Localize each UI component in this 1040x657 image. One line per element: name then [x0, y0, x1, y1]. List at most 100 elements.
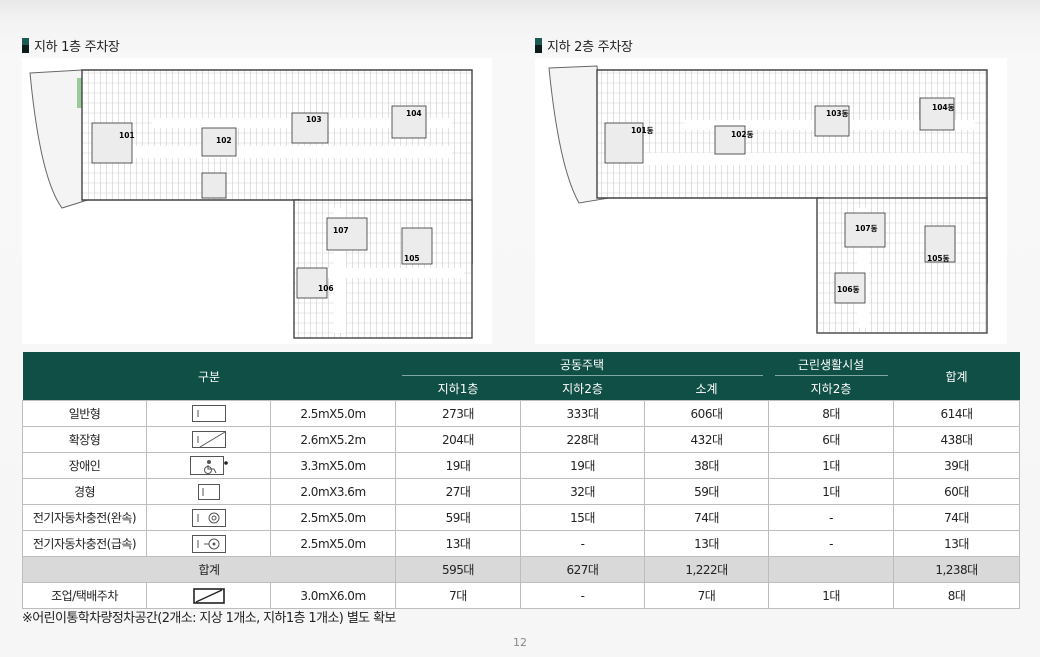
building-label: 107 [333, 226, 349, 235]
footnote: ※어린이통학차량정차공간(2개소: 지상 1개소, 지하1층 1개소) 별도 확… [22, 611, 396, 626]
page-number: 12 [513, 636, 527, 649]
row-b1: 273대 [395, 400, 522, 427]
sum-subtotal: 1,222대 [644, 556, 770, 583]
floor-plan-b1: 101 102 103 104 105 106 107 [22, 58, 492, 344]
building-label: 105동 [927, 254, 950, 263]
row-subtotal: 74대 [644, 504, 770, 531]
row-total: 438대 [893, 426, 1021, 453]
row-retail: - [768, 504, 895, 531]
table-row: 전기자동차충전(완속) 2.5mX5.0m 59대 15대 74대 - 74대 [22, 504, 1021, 531]
ev-slow-charge-icon [146, 504, 271, 531]
table-row: 확장형 2.6mX5.2m 204대 228대 432대 6대 438대 [22, 426, 1021, 453]
sum-b2: 627대 [520, 556, 646, 583]
building-labels-b1: 101 102 103 104 105 106 107 [119, 109, 422, 293]
building-label: 103 [306, 115, 322, 124]
row-b2: 228대 [520, 426, 646, 453]
building-label: 106 [318, 284, 334, 293]
row-total: 13대 [893, 530, 1021, 557]
header-total: 합계 [893, 352, 1020, 401]
building-label: 107동 [855, 224, 878, 233]
row-retail: 1대 [768, 582, 895, 609]
row-size: 3.3mX5.0m [269, 452, 397, 479]
parking-disabled-icon [146, 452, 271, 479]
row-b2: - [520, 582, 646, 609]
floor-plan-b2: 101동 102동 103동 104동 105동 106동 107동 [535, 58, 1007, 344]
building-label: 102동 [731, 130, 754, 139]
plan-title-b2: 지하 2층 주차장 [535, 36, 633, 55]
row-size: 2.0mX3.6m [269, 478, 397, 505]
row-b1: 59대 [395, 504, 522, 531]
header-b2: 지하2층 [520, 376, 645, 401]
title-marker-icon [535, 38, 542, 53]
header-b1: 지하1층 [395, 376, 521, 401]
sum-b1: 595대 [395, 556, 522, 583]
row-name: 전기자동차충전(완속) [22, 504, 147, 531]
plan-title-text: 지하 2층 주차장 [547, 40, 633, 55]
row-b1: 7대 [395, 582, 522, 609]
table-row: 전기자동차충전(급속) 2.5mX5.0m 13대 - 13대 - 13대 [22, 530, 1021, 557]
row-subtotal: 13대 [644, 530, 770, 557]
row-b2: 19대 [520, 452, 646, 479]
row-b2: 15대 [520, 504, 646, 531]
plan-title-text: 지하 1층 주차장 [34, 40, 120, 55]
row-size: 2.5mX5.0m [269, 400, 397, 427]
row-retail: - [768, 530, 895, 557]
table-row: 경형 2.0mX3.6m 27대 32대 59대 1대 60대 [22, 478, 1021, 505]
parking-compact-icon [146, 478, 271, 505]
building-label: 101 [119, 131, 135, 140]
sum-total: 1,238대 [893, 556, 1021, 583]
row-b2: 32대 [520, 478, 646, 505]
row-total: 60대 [893, 478, 1021, 505]
building-label: 104동 [932, 103, 955, 112]
row-b1: 27대 [395, 478, 522, 505]
building-label: 106동 [837, 285, 860, 294]
row-total: 74대 [893, 504, 1021, 531]
row-size: 3.0mX6.0m [269, 582, 397, 609]
building-label: 105 [404, 254, 420, 263]
row-subtotal: 432대 [644, 426, 770, 453]
ev-fast-charge-icon [146, 530, 271, 557]
plan-title-b1: 지하 1층 주차장 [22, 36, 120, 55]
parking-extended-icon [146, 426, 271, 453]
row-retail: 1대 [768, 452, 895, 479]
header-gubun: 구분 [22, 352, 396, 401]
header-subtotal: 소계 [644, 376, 769, 401]
row-name: 장애인 [22, 452, 147, 479]
row-subtotal: 59대 [644, 478, 770, 505]
row-total: 39대 [893, 452, 1021, 479]
row-size: 2.5mX5.0m [269, 530, 397, 557]
row-size: 2.6mX5.2m [269, 426, 397, 453]
parking-general-icon [146, 400, 271, 427]
building-label: 101동 [631, 126, 654, 135]
header-group-retail: 근린생활시설 [768, 352, 894, 376]
title-marker-icon [22, 38, 29, 53]
table-row: 일반형 2.5mX5.0m 273대 333대 606대 8대 614대 [22, 400, 1021, 427]
loading-zone-icon [146, 582, 271, 609]
sum-label: 합계 [21, 556, 397, 583]
row-retail: 6대 [768, 426, 895, 453]
floor-plan-b2-drawing: 101동 102동 103동 104동 105동 106동 107동 [548, 65, 988, 334]
row-name: 일반형 [22, 400, 147, 427]
row-retail: 8대 [768, 400, 895, 427]
header-group-housing-label: 공동주택 [559, 357, 605, 372]
row-name: 조업/택배주차 [22, 582, 147, 609]
row-size: 2.5mX5.0m [269, 504, 397, 531]
table-row: 장애인 3.3mX5.0m 19대 19대 38대 1대 39대 [22, 452, 1021, 479]
row-name: 전기자동차충전(급속) [22, 530, 147, 557]
row-b1: 19대 [395, 452, 522, 479]
building-label: 104 [406, 109, 422, 118]
building-labels-b2: 101동 102동 103동 104동 105동 106동 107동 [631, 103, 955, 294]
building-label: 102 [216, 136, 232, 145]
row-total: 8대 [893, 582, 1021, 609]
header-group-retail-label: 근린생활시설 [797, 357, 865, 372]
floor-plan-b1-drawing: 101 102 103 104 105 106 107 [29, 69, 473, 339]
row-name: 경형 [22, 478, 147, 505]
row-b1: 13대 [395, 530, 522, 557]
row-subtotal: 606대 [644, 400, 770, 427]
table-sum-row: 합계 595대 627대 1,222대 1,238대 [21, 556, 1021, 583]
header-group-housing: 공동주택 [395, 352, 769, 376]
parking-spec-table: 구분 공동주택 근린생활시설 합계 지하1층 지하2층 소계 지하2층 일반형 … [21, 352, 1021, 609]
row-b2: - [520, 530, 646, 557]
row-retail: 1대 [768, 478, 895, 505]
row-b1: 204대 [395, 426, 522, 453]
